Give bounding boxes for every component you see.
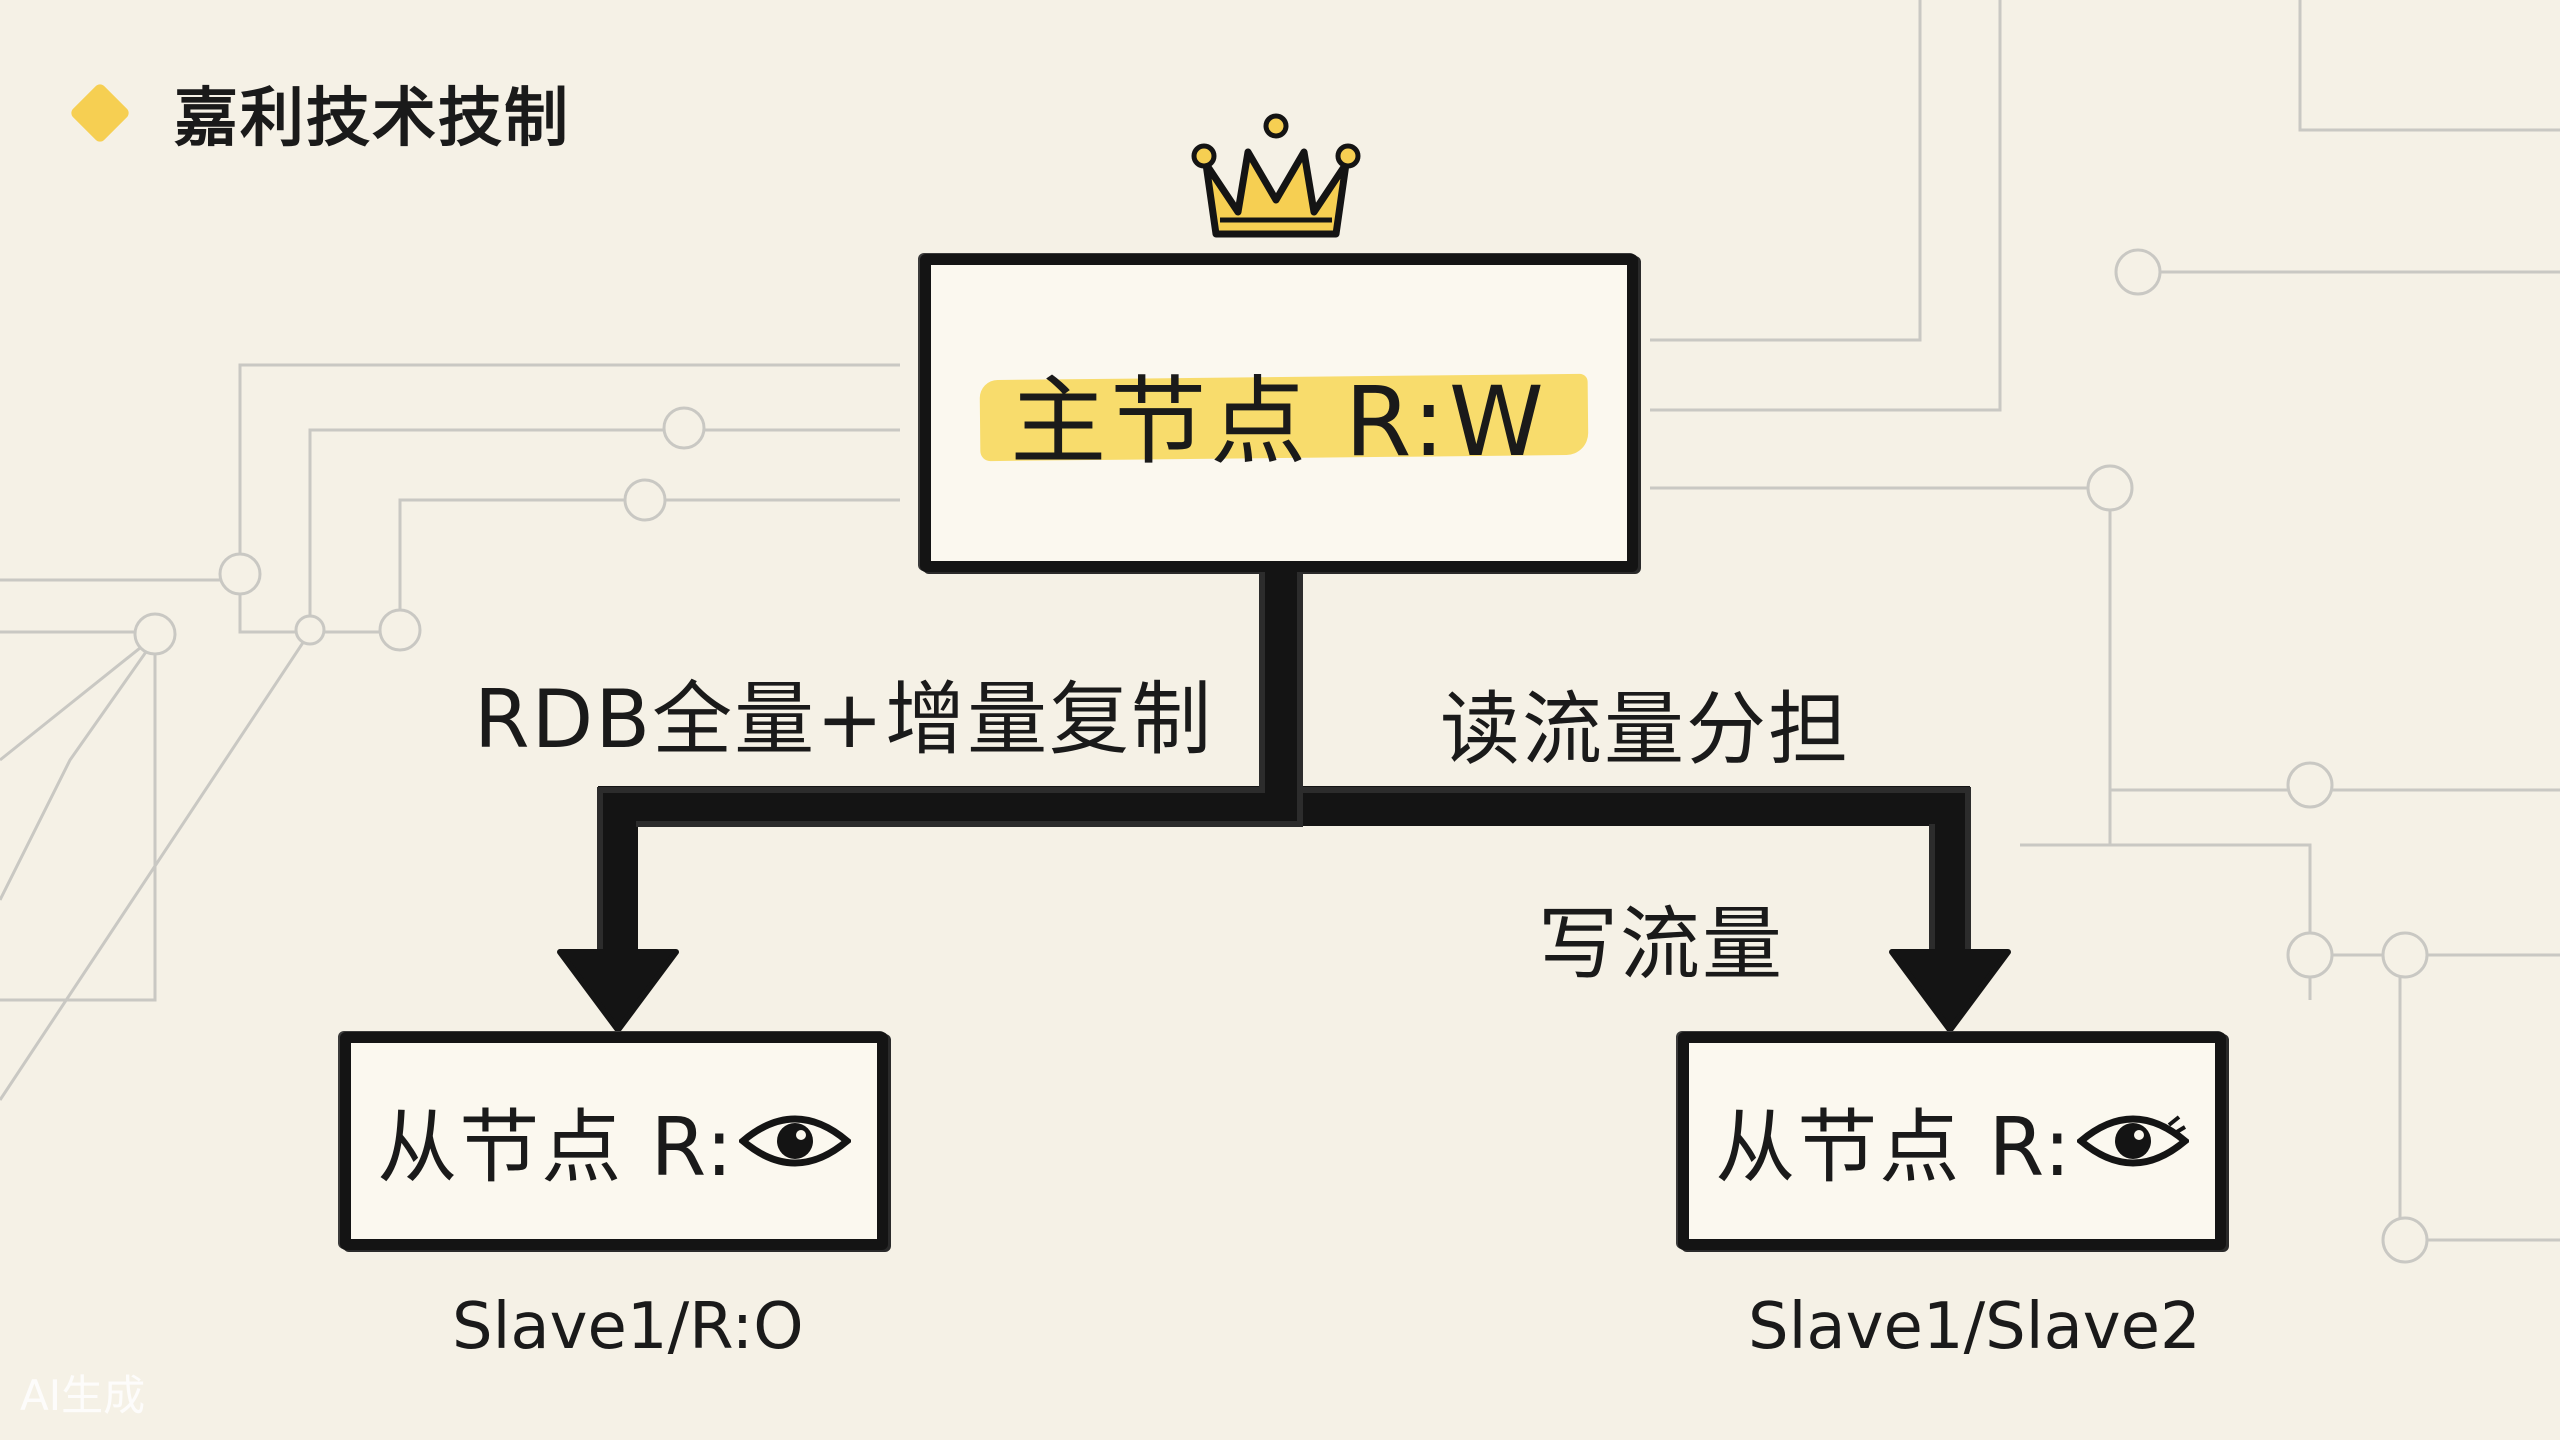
diamond-icon	[68, 81, 132, 145]
slave-caption-left: Slave1/R:O	[452, 1290, 804, 1364]
master-node: 主节点 R:W	[920, 254, 1638, 572]
eye-icon	[738, 1115, 851, 1167]
brand-title: 嘉利技术技制	[174, 82, 570, 156]
eye-icon	[2076, 1115, 2189, 1167]
master-node-label: 主节点 R:W	[980, 344, 1578, 483]
brand-header: 嘉利技术技制	[68, 78, 570, 156]
slave-caption-right: Slave1/Slave2	[1748, 1290, 2201, 1364]
replication-edge-label: RDB全量+增量复制	[474, 673, 1214, 766]
slave-node-label: 从节点 R:	[377, 1101, 735, 1194]
crown-icon	[1191, 113, 1361, 238]
watermark: AI生成	[20, 1371, 146, 1420]
slave-node-right: 从节点 R:	[1678, 1032, 2226, 1250]
read-edge-label: 读流量分担	[1440, 683, 1850, 776]
slave-node-label: 从节点 R:	[1715, 1101, 2073, 1194]
slave-node-left: 从节点 R:	[340, 1032, 888, 1250]
write-edge-label: 写流量	[1538, 898, 1784, 991]
